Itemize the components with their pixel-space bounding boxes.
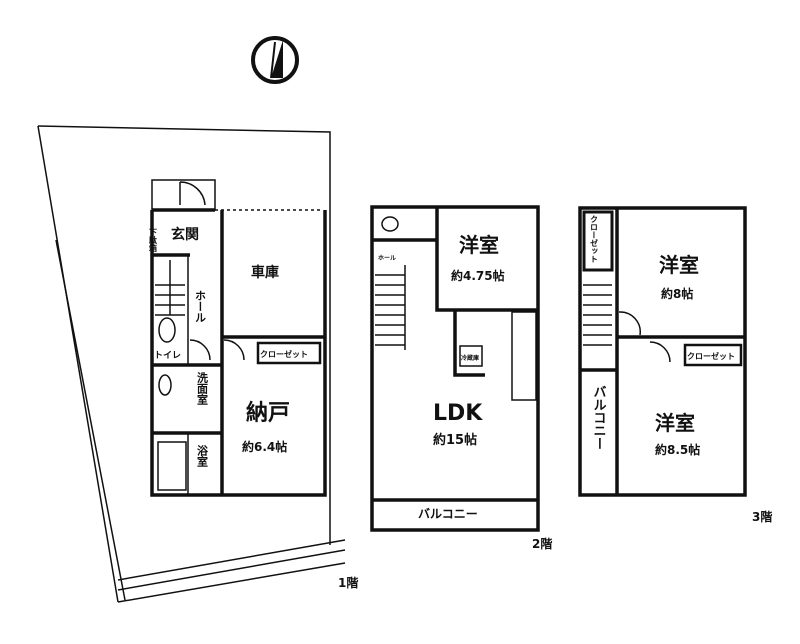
western-room-size-3f-a: 約8帖 (661, 286, 693, 301)
floor3-plan (578, 206, 747, 497)
western-room-label-2f: 洋室 (459, 233, 499, 257)
entrance-label: 玄関 (171, 226, 199, 243)
bath-label: 浴室 (196, 444, 209, 467)
floor1-label: 1階 (338, 575, 358, 590)
balcony-label-3f: バルコニー (591, 385, 607, 450)
storeroom-label: 納戸 (246, 400, 290, 426)
western-room-size-2f: 約4.75帖 (451, 268, 505, 283)
storeroom-size: 約6.4帖 (242, 439, 287, 454)
floor2-label: 2階 (532, 536, 552, 551)
closet-label-3f-a: クローゼット (590, 215, 599, 263)
north-arrow-icon (251, 36, 299, 84)
western-room-label-3f-a: 洋室 (659, 253, 699, 277)
site-boundary (37, 125, 346, 603)
balcony-label-2f: バルコニー (418, 507, 478, 521)
western-room-label-3f-b: 洋室 (655, 411, 695, 435)
ldk-label: LDK (433, 401, 483, 426)
closet-label: クローゼット (260, 349, 308, 359)
fridge-label: 冷蔵庫 (461, 354, 479, 362)
floor2-plan (370, 205, 540, 532)
floor3-label: 3階 (752, 509, 772, 524)
hall-label: ホール (194, 290, 207, 323)
shoe-storage-label: 下駄箱 (148, 228, 158, 253)
toilet-label: トイレ (154, 350, 181, 361)
floor1-plan (150, 179, 327, 497)
washroom-label: 洗面室 (196, 371, 209, 405)
garage-label: 車庫 (251, 264, 279, 281)
western-room-size-3f-b: 約8.5帖 (655, 442, 700, 457)
hall-label-2f: ホール (378, 255, 396, 262)
ldk-size: 約15帖 (433, 432, 477, 448)
closet-label-3f-b: クローゼット (687, 351, 735, 361)
